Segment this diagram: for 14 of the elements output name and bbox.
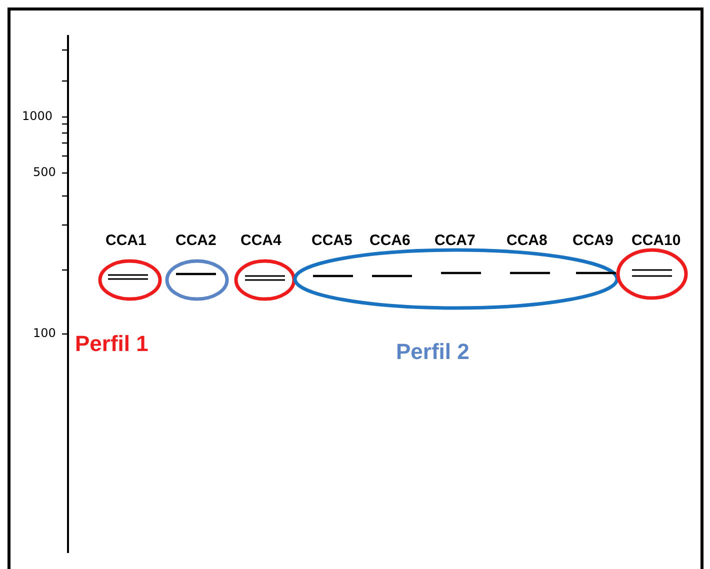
lane-label: CCA2 [176, 233, 216, 248]
lane-label: CCA10 [632, 233, 681, 248]
lane-label: CCA5 [312, 233, 352, 248]
lane-label: CCA9 [572, 233, 614, 248]
lane-label: CCA4 [240, 233, 282, 248]
profile-label: Perfil 1 [75, 333, 148, 355]
lane-label: CCA7 [434, 233, 476, 248]
tick-label: 500 [33, 166, 56, 178]
lane-label: CCA8 [506, 233, 548, 248]
lane-label: CCA6 [370, 233, 410, 248]
tick-label: 1000 [22, 110, 53, 122]
lane-label: CCA1 [106, 233, 146, 248]
profile-label: Perfil 2 [396, 341, 470, 363]
tick-label: 100 [33, 327, 56, 339]
